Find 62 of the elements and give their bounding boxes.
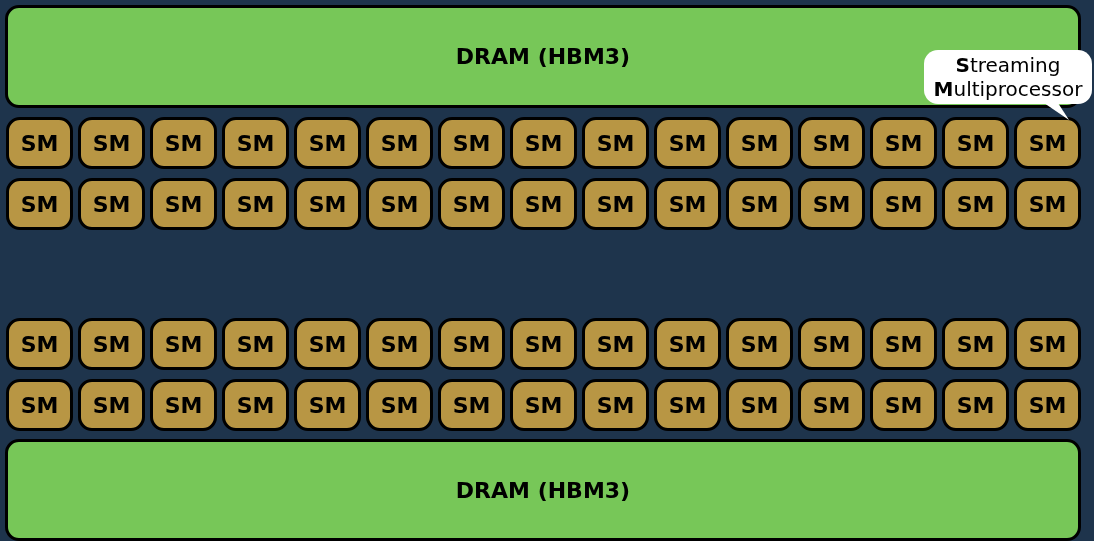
processor-block: SM: [582, 178, 649, 230]
processor-block: SM: [366, 318, 433, 370]
processor-block: SM: [942, 117, 1009, 169]
processor-block: SM: [438, 379, 505, 431]
processor-block: SM: [1014, 379, 1081, 431]
processor-block: SM: [654, 318, 721, 370]
processor-block: SM: [6, 318, 73, 370]
processor-block: SM: [294, 117, 361, 169]
processor-block: SM: [294, 318, 361, 370]
processor-block: SM: [438, 117, 505, 169]
processor-block: SM: [942, 318, 1009, 370]
processor-block: SM: [366, 379, 433, 431]
processor-block: SM: [6, 117, 73, 169]
processor-block: SM: [582, 318, 649, 370]
processor-block: SM: [870, 379, 937, 431]
processor-block: SM: [798, 178, 865, 230]
processor-block: SM: [510, 117, 577, 169]
processor-block: SM: [438, 318, 505, 370]
processor-block: SM: [870, 318, 937, 370]
processor-block: SM: [150, 379, 217, 431]
processor-block: SM: [1014, 117, 1081, 169]
processor-block: SM: [78, 379, 145, 431]
processor-block: SM: [798, 117, 865, 169]
processor-block: SM: [654, 379, 721, 431]
processor-block: SM: [222, 178, 289, 230]
processor-block: SM: [366, 178, 433, 230]
processor-block: SM: [726, 178, 793, 230]
processor-block: SM: [78, 117, 145, 169]
processor-block: SM: [222, 379, 289, 431]
processor-block: SM: [6, 379, 73, 431]
processor-block: SM: [78, 318, 145, 370]
processor-block: SM: [870, 178, 937, 230]
processor-block: SM: [150, 117, 217, 169]
processor-block: SM: [582, 117, 649, 169]
speech-bubble: Streaming Multiprocessor: [924, 50, 1092, 104]
processor-block: SM: [582, 379, 649, 431]
processor-block: SM: [150, 178, 217, 230]
processor-block: SM: [726, 318, 793, 370]
processor-block: SM: [1014, 178, 1081, 230]
processor-block: SM: [942, 379, 1009, 431]
processor-block: SM: [726, 379, 793, 431]
processor-block: SM: [726, 117, 793, 169]
processor-block: SM: [438, 178, 505, 230]
processor-block: SM: [366, 117, 433, 169]
memory-block: DRAM (HBM3): [5, 439, 1081, 541]
processor-block: SM: [510, 178, 577, 230]
processor-block: SM: [78, 178, 145, 230]
processor-block: SM: [150, 318, 217, 370]
processor-block: SM: [222, 117, 289, 169]
processor-block: SM: [798, 379, 865, 431]
processor-block: SM: [6, 178, 73, 230]
processor-block: SM: [510, 379, 577, 431]
processor-block: SM: [222, 318, 289, 370]
processor-block: SM: [1014, 318, 1081, 370]
processor-block: SM: [654, 178, 721, 230]
processor-block: SM: [870, 117, 937, 169]
processor-block: SM: [510, 318, 577, 370]
processor-block: SM: [294, 178, 361, 230]
processor-block: SM: [294, 379, 361, 431]
processor-block: SM: [654, 117, 721, 169]
processor-block: SM: [942, 178, 1009, 230]
processor-block: SM: [798, 318, 865, 370]
